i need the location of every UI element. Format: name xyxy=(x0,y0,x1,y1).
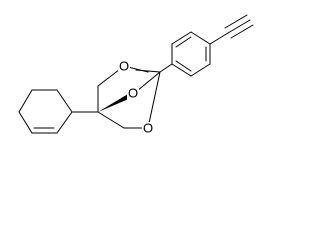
bond xyxy=(171,31,192,45)
bond xyxy=(230,24,254,39)
ethynyl-group xyxy=(209,14,254,45)
bond xyxy=(190,31,211,45)
atom-label-o-mid: O xyxy=(128,86,138,101)
atom-o-top: O xyxy=(118,59,130,74)
bond-phenyl-link xyxy=(159,63,173,73)
bond xyxy=(18,111,33,134)
double-bond-inner xyxy=(175,60,192,72)
atom-label-o-bottom: O xyxy=(143,121,153,136)
atom-o-mid: O xyxy=(127,86,139,101)
atom-o-bottom: O xyxy=(142,121,154,136)
bond xyxy=(171,63,192,77)
trioxabicyclo-cage xyxy=(97,65,161,129)
wedge-bond xyxy=(98,94,131,112)
bond xyxy=(147,71,161,129)
bond xyxy=(190,63,211,77)
double-bond-inner xyxy=(175,36,192,48)
structure-diagram: O O O xyxy=(18,14,254,136)
bond xyxy=(135,69,161,73)
bond xyxy=(56,89,73,113)
bond xyxy=(227,19,251,34)
cyclohexene-ring xyxy=(18,89,73,134)
bond xyxy=(224,14,248,29)
atom-label-o-top: O xyxy=(119,59,129,74)
phenyl-ring xyxy=(171,31,211,77)
bond xyxy=(136,71,161,92)
bond xyxy=(56,111,73,134)
bond xyxy=(18,89,33,113)
bond xyxy=(209,32,229,45)
bond xyxy=(97,111,125,129)
